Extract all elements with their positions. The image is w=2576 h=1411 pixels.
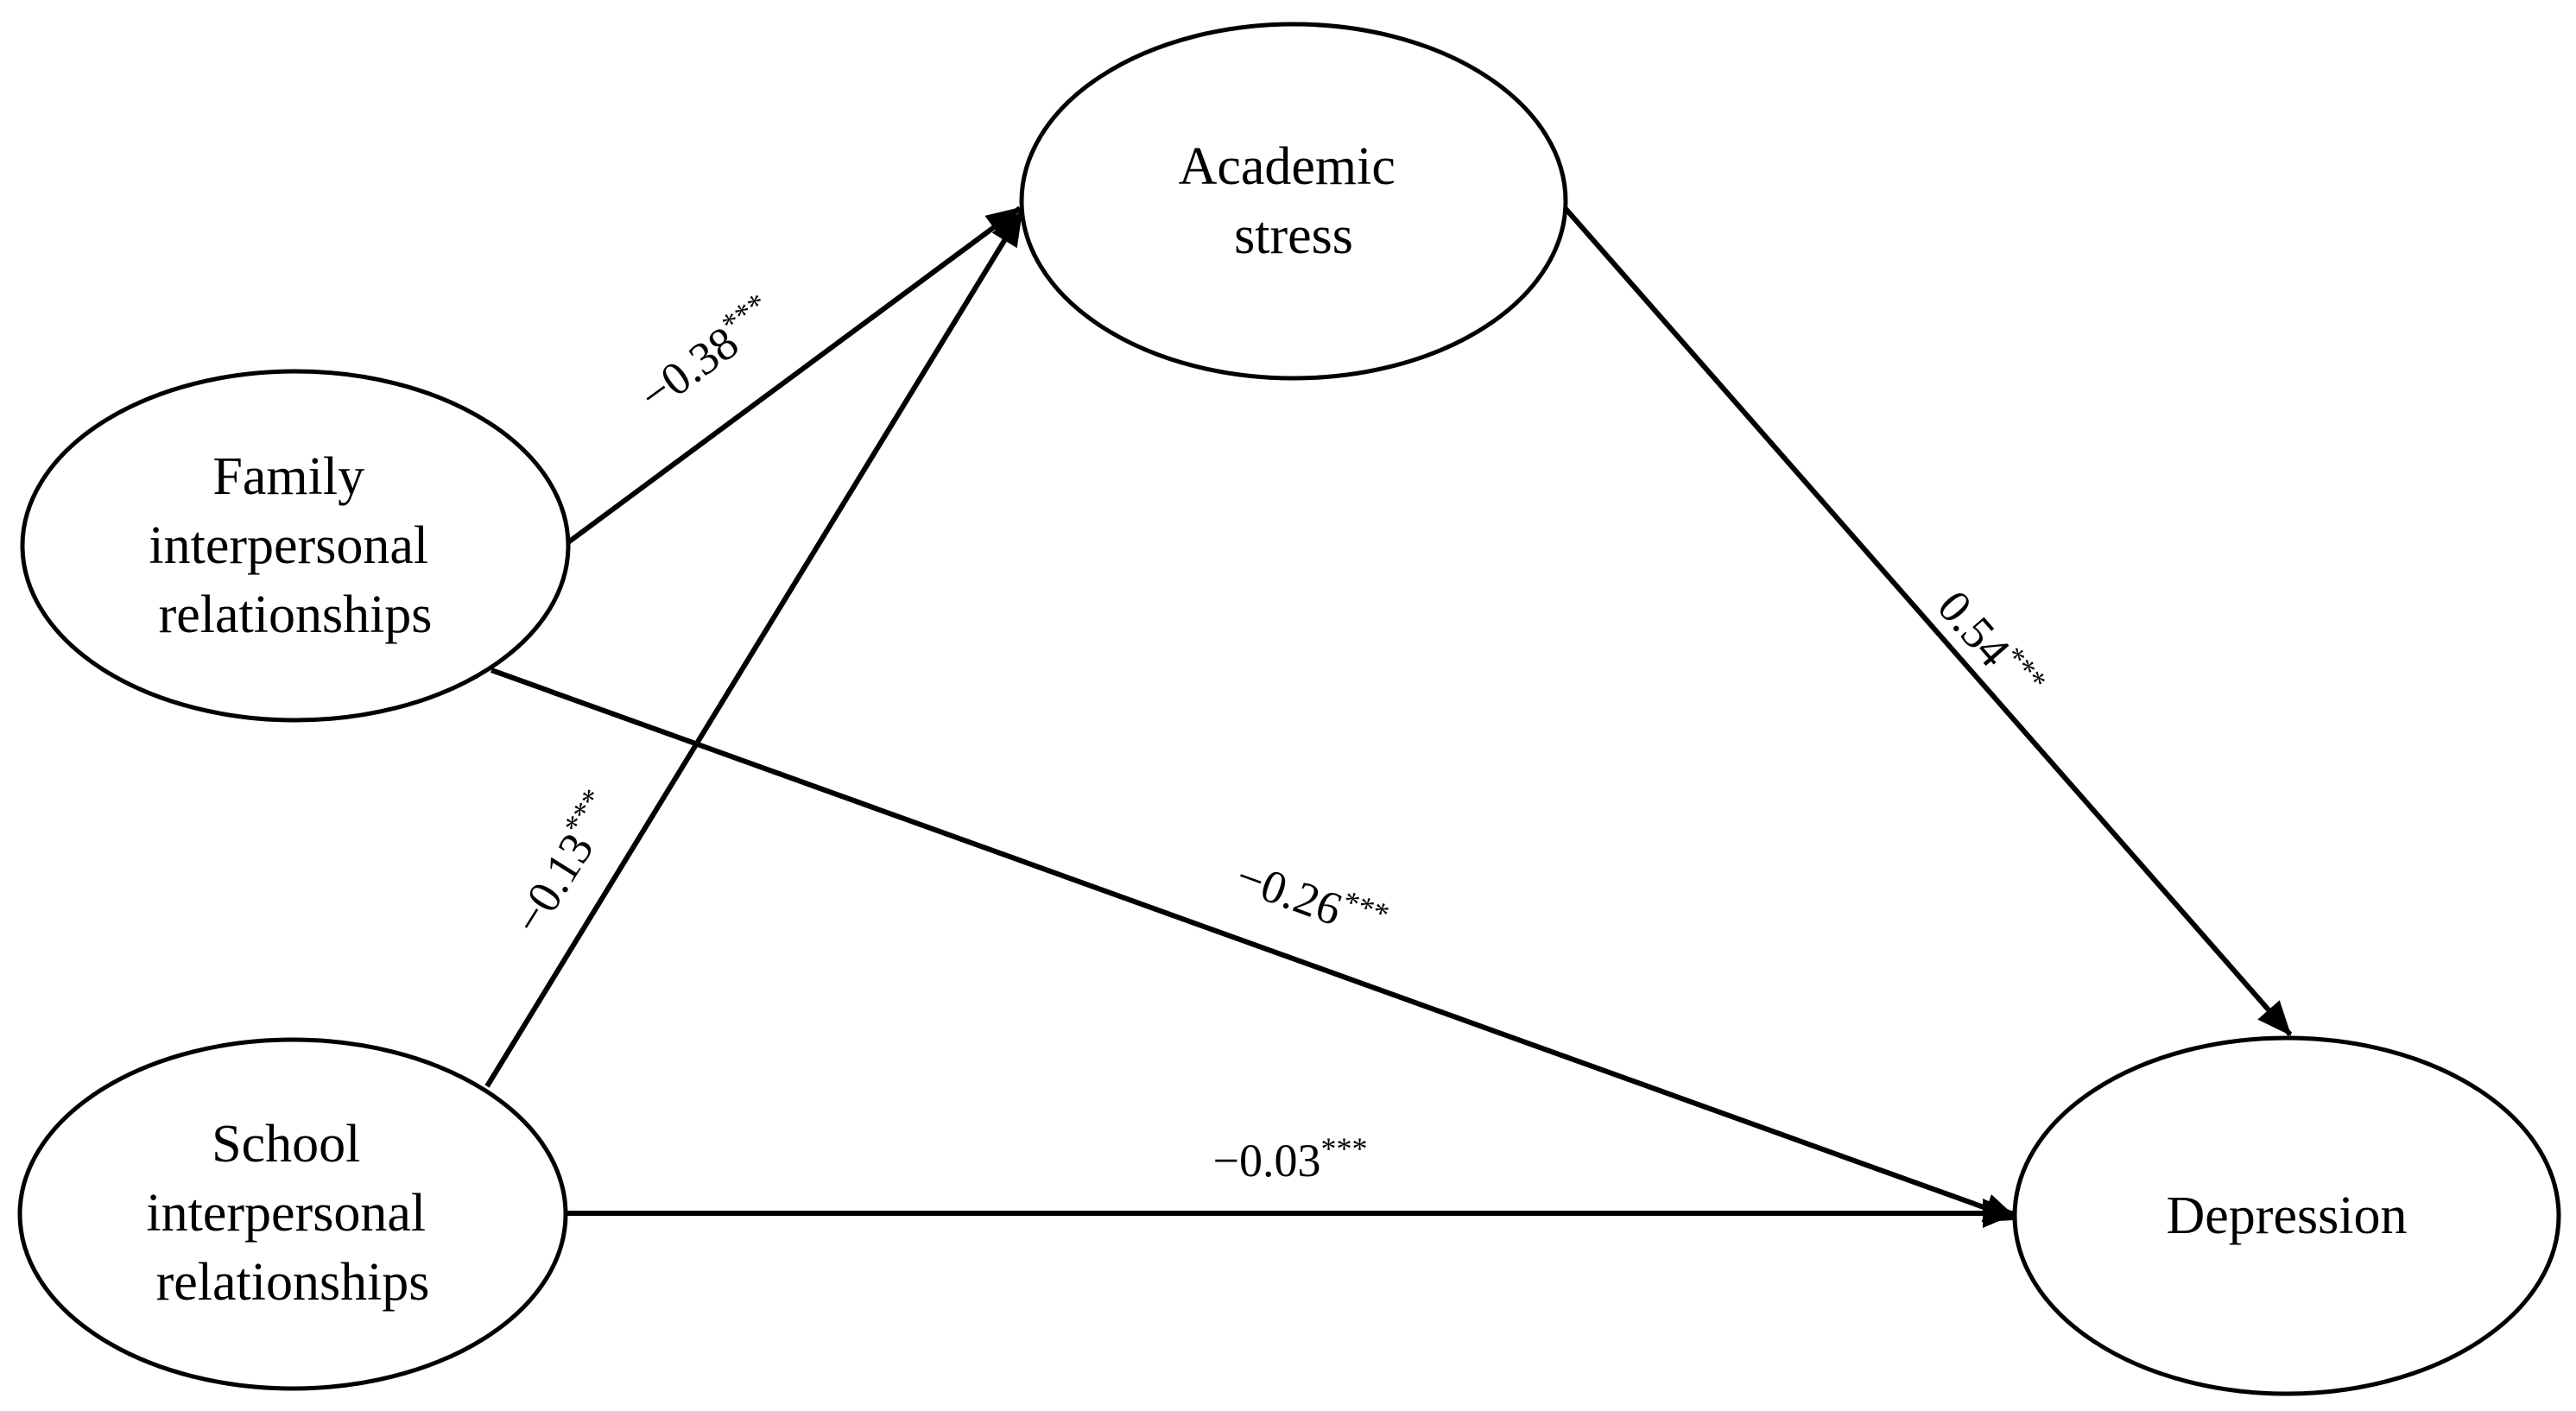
coef-family-to-depression: −0.26***: [1230, 847, 1394, 952]
node-family-relationships-ellipse: [20, 369, 571, 723]
coef-family-to-depression-sig: ***: [1338, 883, 1393, 932]
edges: [484, 202, 2293, 1228]
edge-family-to-academic: [566, 206, 1022, 545]
coef-school-to-depression-sig: ***: [1320, 1131, 1367, 1166]
node-family-relationships: Family interpersonal relationships: [20, 369, 571, 723]
node-family-relationships-label: Family interpersonal relationships: [149, 447, 441, 644]
node-academic-stress-line-1: Academic: [1179, 137, 1396, 196]
node-school-relationships-ellipse: [17, 1037, 568, 1391]
node-depression: Depression: [2012, 1035, 2561, 1396]
node-family-relationships-line-1: Family: [212, 447, 364, 506]
coef-family-to-depression-value: −0.26: [1230, 850, 1349, 935]
edge-family-to-depression: [490, 668, 2019, 1223]
node-family-relationships-line-2: interpersonal: [149, 516, 428, 575]
node-school-relationships-label: School interpersonal relationships: [146, 1115, 439, 1312]
edge-school-to-academic: [484, 211, 1024, 1088]
node-family-relationships-line-3: relationships: [159, 585, 433, 644]
node-depression-ellipse: [2012, 1035, 2561, 1396]
node-academic-stress-ellipse: [1019, 22, 1568, 381]
edge-academic-to-depression: [1559, 202, 2293, 1036]
node-depression-label: Depression: [2167, 1186, 2408, 1245]
node-school-relationships: School interpersonal relationships: [17, 1037, 568, 1391]
node-academic-stress-line-2: stress: [1234, 206, 1353, 265]
coef-school-to-academic: −0.13***: [499, 783, 628, 944]
coef-school-to-depression: −0.03***: [1213, 1131, 1368, 1186]
node-school-relationships-line-2: interpersonal: [146, 1184, 426, 1243]
coef-school-to-depression-value: −0.03: [1213, 1135, 1321, 1186]
node-academic-stress-label: Academic stress: [1179, 137, 1409, 265]
node-school-relationships-line-1: School: [212, 1115, 360, 1174]
node-depression-line-1: Depression: [2167, 1186, 2408, 1245]
node-school-relationships-line-3: relationships: [156, 1253, 430, 1312]
node-academic-stress: Academic stress: [1019, 22, 1568, 381]
